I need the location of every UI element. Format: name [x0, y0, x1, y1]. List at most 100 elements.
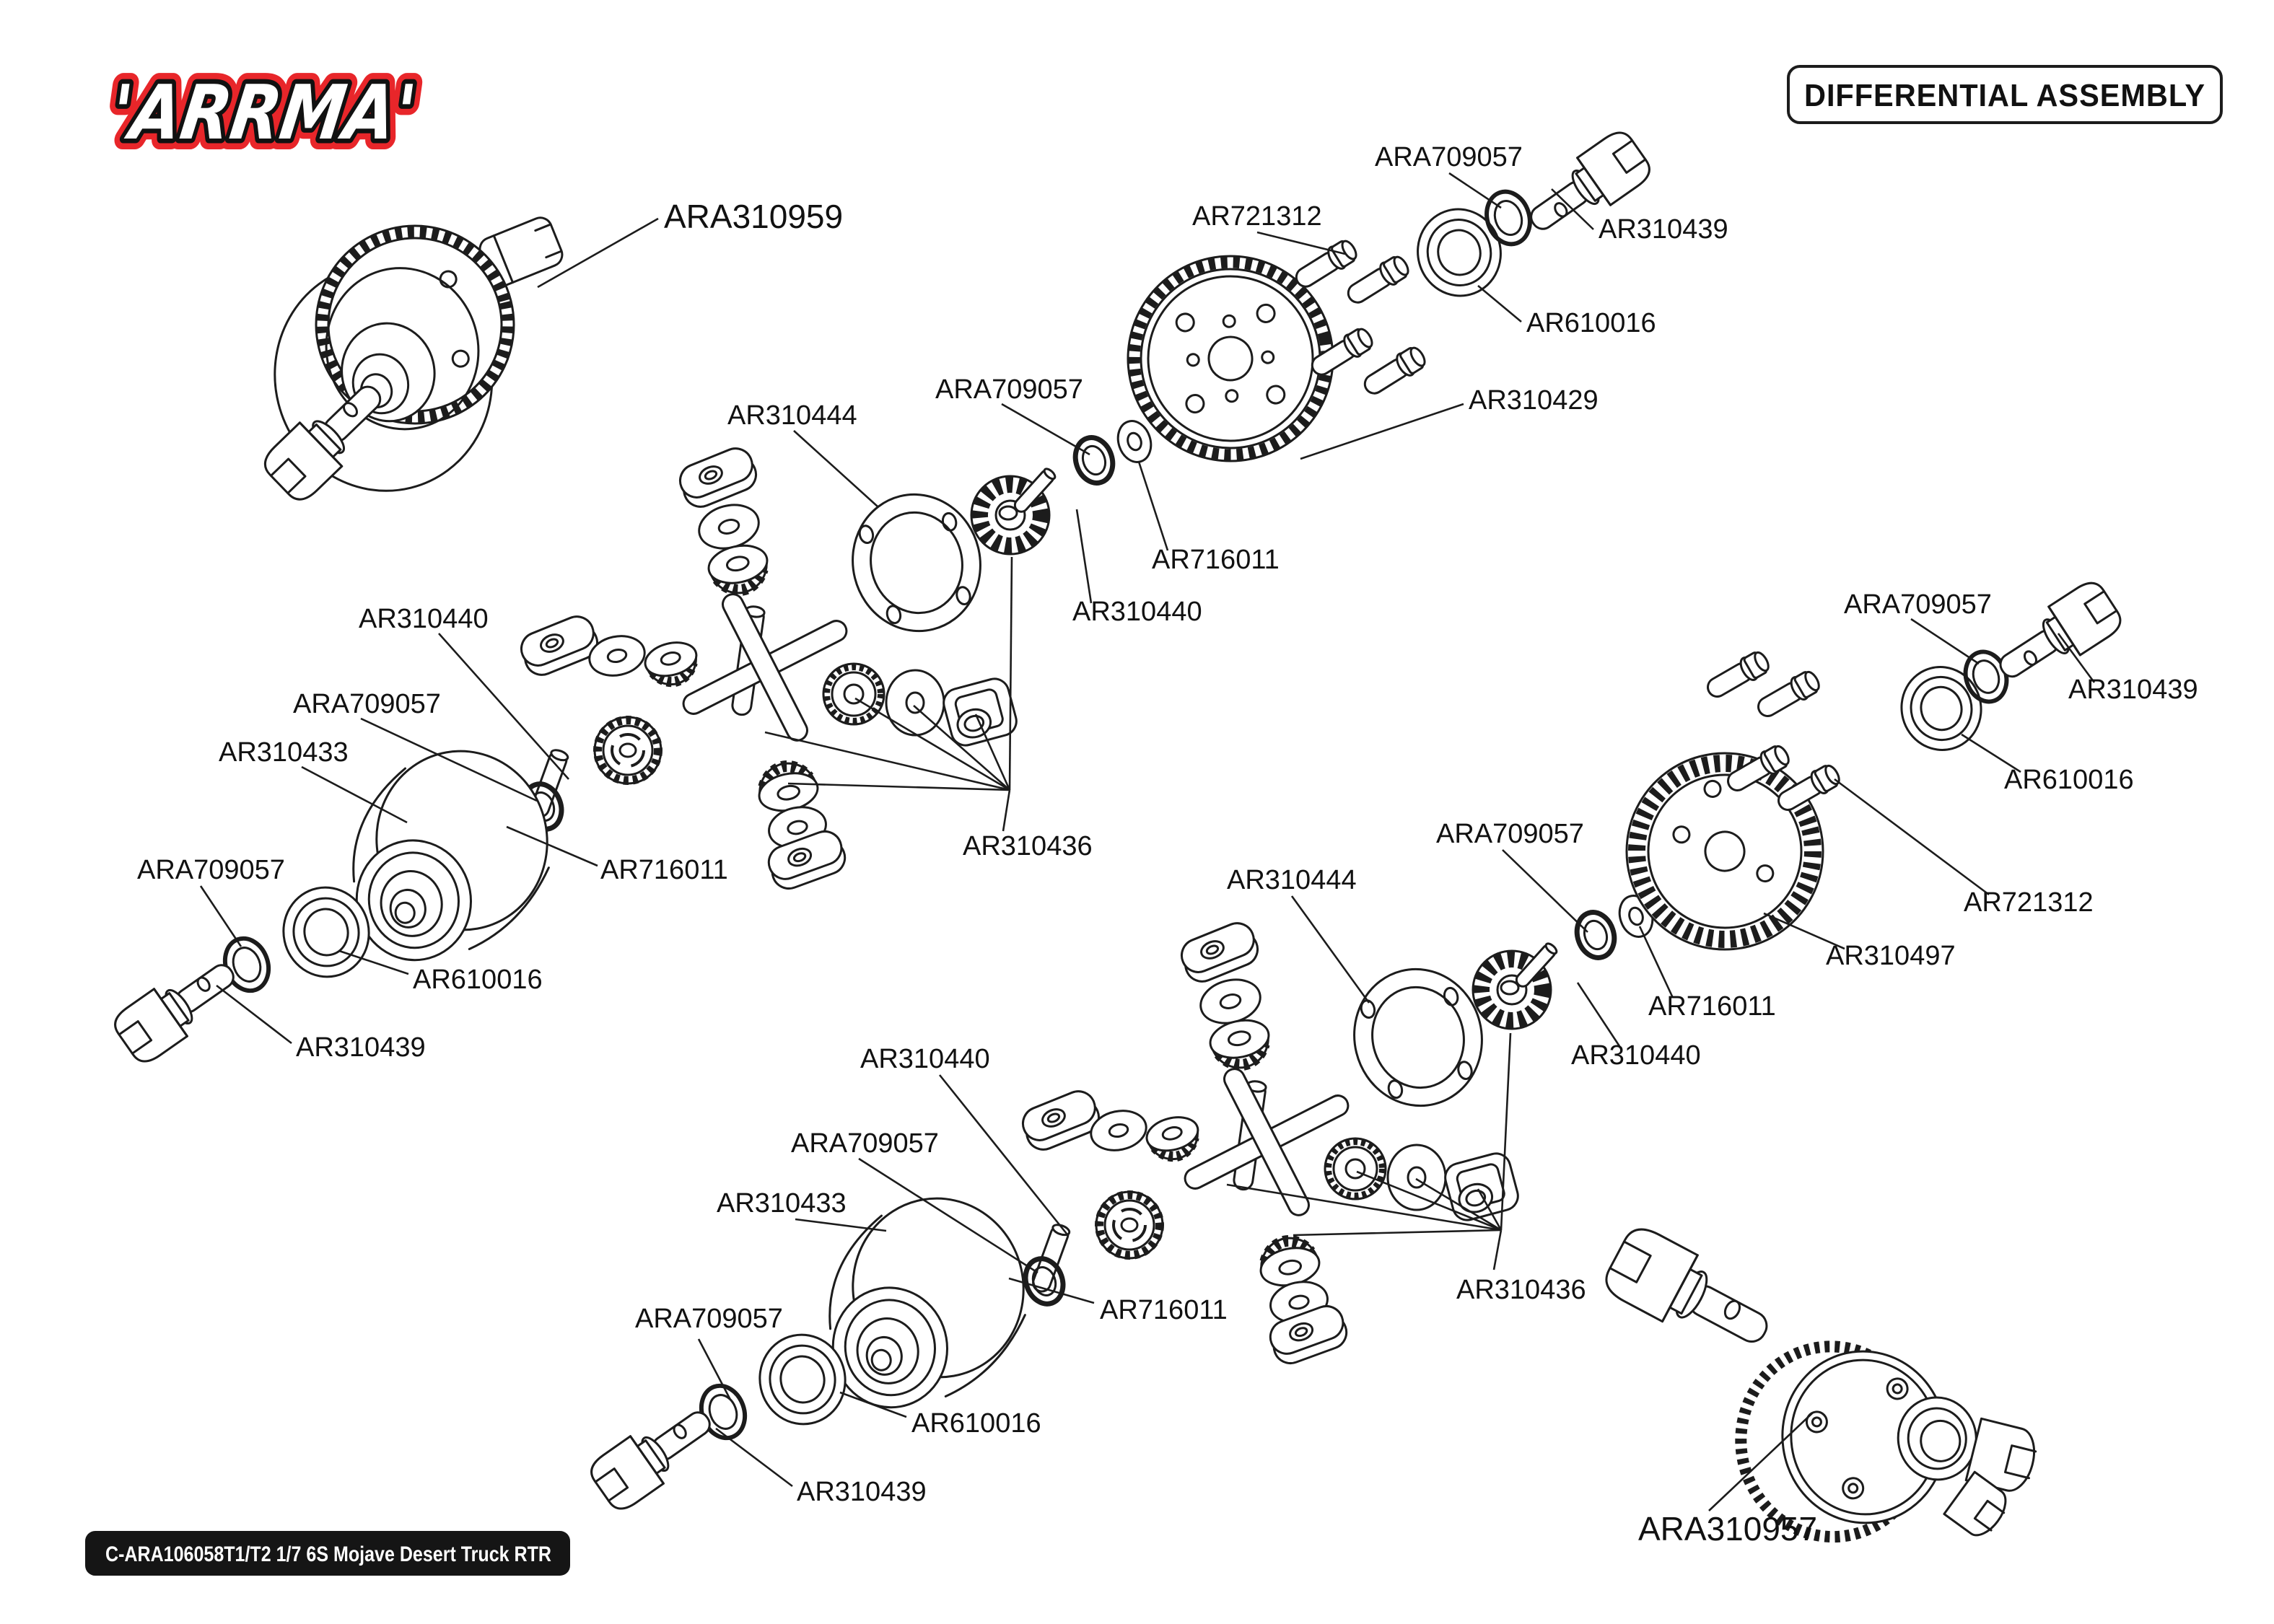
- part-label: AR310440: [1571, 1040, 1701, 1071]
- footer-model-text: C-ARA106058T1/T2 1/7 6S Mojave Desert Tr…: [105, 1542, 551, 1566]
- leader-line: [1477, 285, 1522, 322]
- part-label: AR310440: [359, 604, 489, 634]
- part-label: ARA709057: [935, 374, 1083, 405]
- leader-line: [1137, 461, 1169, 551]
- leader-line: [338, 949, 409, 975]
- part-label: AR310439: [296, 1032, 426, 1063]
- part-label: AR310429: [1469, 385, 1599, 416]
- part-label: AR310436: [963, 831, 1093, 861]
- screw-pin-drawing: [1358, 342, 1430, 400]
- leader-line: [506, 825, 598, 867]
- leader-line: [1448, 172, 1502, 209]
- arrma-logo: 'ARRMA' 'ARRMA': [95, 58, 432, 167]
- leader-line: [697, 1338, 732, 1400]
- part-label: ARA709057: [137, 855, 285, 885]
- part-label: AR310436: [1456, 1275, 1586, 1305]
- leader-line: [199, 885, 242, 947]
- part-label: AR310444: [727, 400, 857, 431]
- part-label: AR610016: [911, 1408, 1041, 1439]
- part-label: ARA709057: [1436, 819, 1584, 849]
- arrma-logo-outline-red: 'ARRMA': [106, 69, 421, 156]
- leader-line: [1492, 1229, 1503, 1270]
- leader-line: [764, 731, 1010, 791]
- part-label: ARA709057: [635, 1304, 783, 1334]
- leader-line: [1226, 1183, 1502, 1232]
- leader-line: [913, 705, 1010, 791]
- leader-line: [1708, 1412, 1814, 1511]
- part-label: AR716011: [1100, 1295, 1228, 1325]
- footer-badge-background: [85, 1531, 570, 1576]
- leader-line: [1551, 188, 1594, 230]
- leader-line: [1300, 403, 1464, 460]
- leader-line: [360, 717, 538, 802]
- arrma-logo-text: 'ARRMA': [106, 69, 421, 156]
- leader-line: [1576, 982, 1621, 1047]
- leader-line: [1763, 912, 1845, 950]
- part-label: AR310440: [860, 1044, 990, 1074]
- page-title: DIFFERENTIAL ASSEMBLY: [1804, 78, 2205, 113]
- part-label: AR310440: [1072, 597, 1202, 627]
- part-label: AR310433: [717, 1188, 847, 1219]
- part-label: AR310497: [1826, 941, 1956, 971]
- leader-line: [793, 430, 878, 507]
- leader-line: [1290, 895, 1370, 1004]
- leader-line: [438, 633, 569, 780]
- part-label: ARA709057: [293, 689, 441, 719]
- part-label: AR721312: [1192, 201, 1322, 232]
- leader-line: [1415, 1177, 1502, 1232]
- part-label: AR310444: [1227, 865, 1357, 895]
- leader-line: [1075, 509, 1093, 604]
- title-box: DIFFERENTIAL ASSEMBLY: [1788, 66, 2221, 123]
- leader-line: [1256, 231, 1346, 255]
- assembled-diff-outdrive-cup-drawing: [1944, 1472, 2013, 1542]
- leader-line: [858, 1157, 1038, 1274]
- leader-line: [974, 714, 1011, 791]
- center-diff-internals-drawing: [479, 417, 1155, 893]
- leader-line: [1500, 1032, 1512, 1231]
- center-diff-right-outdrive-drawing: [476, 214, 566, 289]
- leader-lines-layer: [199, 172, 2096, 1511]
- leader-line: [787, 782, 1010, 791]
- part-label: AR716011: [1152, 545, 1280, 575]
- screw-pin-drawing: [1290, 235, 1361, 294]
- part-label: ARA709057: [791, 1128, 939, 1159]
- screw-pin-drawing: [1752, 667, 1824, 724]
- leader-line: [1502, 849, 1588, 933]
- leader-line: [1008, 1277, 1095, 1304]
- leader-line: [938, 1074, 1068, 1234]
- assembled-front-rear-diff-drawing: [1735, 1340, 2054, 1543]
- part-label: AR310439: [797, 1477, 927, 1507]
- screw-pin-drawing: [1702, 647, 1774, 704]
- center-diff-spur-gear-group-drawing: [1109, 125, 1657, 480]
- leader-line: [1001, 403, 1090, 456]
- center-diff-case-drawing: [109, 737, 565, 1067]
- title-border: [1788, 66, 2221, 123]
- leader-line: [301, 765, 408, 824]
- leader-line: [1293, 1229, 1502, 1237]
- leader-line: [1834, 778, 1990, 896]
- assembled-diff-top-outdrive-drawing: [1598, 1220, 1784, 1368]
- part-label: AR310439: [1599, 214, 1728, 245]
- leader-line: [1910, 618, 1980, 665]
- part-label: AR610016: [413, 965, 543, 995]
- leader-line: [1356, 1170, 1502, 1232]
- leader-line: [216, 984, 292, 1045]
- part-label: ARA310957: [1638, 1510, 1817, 1548]
- part-label: ARA709057: [1844, 589, 1992, 620]
- part-label: AR310439: [2068, 675, 2198, 705]
- part-label: ARA709057: [1375, 142, 1523, 172]
- leader-line: [854, 697, 1010, 791]
- assembled-center-diff-drawing: [257, 190, 610, 508]
- part-label: AR716011: [1648, 991, 1776, 1022]
- footer-model-badge: C-ARA106058T1/T2 1/7 6S Mojave Desert Tr…: [85, 1531, 570, 1576]
- leader-line: [2057, 633, 2096, 683]
- leader-line: [1002, 789, 1011, 832]
- leader-line: [839, 1391, 907, 1418]
- part-label: AR610016: [2004, 765, 2134, 795]
- leader-line: [1961, 733, 2021, 773]
- leader-line: [1477, 1188, 1503, 1231]
- leader-line: [715, 1427, 793, 1488]
- front-rear-diff-case-drawing: [585, 1185, 1041, 1514]
